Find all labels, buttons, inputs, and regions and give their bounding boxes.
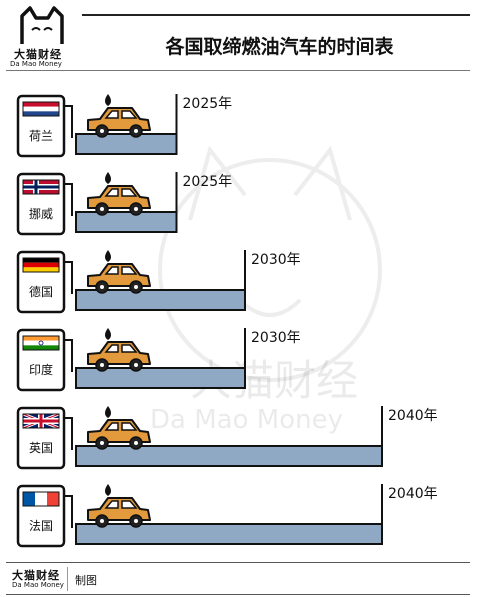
fuel-drop-icon xyxy=(105,94,111,106)
timeline-bar xyxy=(75,289,246,311)
uk-flag xyxy=(22,412,60,430)
country-label: 法国 xyxy=(29,519,53,533)
logo-subtext: Da Mao Money xyxy=(10,60,62,68)
footer-credit: 制图 xyxy=(75,574,97,587)
timeline-bar xyxy=(75,211,178,233)
india-flag xyxy=(22,335,60,351)
country-row: 印度 2030年 xyxy=(16,328,301,392)
country-label: 挪威 xyxy=(29,207,53,221)
fuel-hose-icon xyxy=(64,495,73,528)
footer-divider xyxy=(6,562,470,563)
country-row: 荷兰 2025年 xyxy=(16,94,233,158)
country-row: 法国 2040年 xyxy=(16,484,438,548)
page-title: 各国取缔燃油汽车的时间表 xyxy=(165,36,394,58)
car-icon xyxy=(87,263,151,294)
country-label: 印度 xyxy=(29,362,53,377)
year-label: 2040年 xyxy=(388,408,438,424)
fuel-hose-icon xyxy=(64,339,73,372)
logo: 大猫财经 Da Mao Money xyxy=(8,6,78,68)
fuel-hose-icon xyxy=(64,105,73,138)
fuel-drop-icon xyxy=(105,250,111,262)
footer-bottom-rule xyxy=(6,594,470,595)
year-label: 2025年 xyxy=(183,174,233,190)
germany-flag xyxy=(22,257,60,273)
timeline-bar xyxy=(75,133,178,155)
car-icon xyxy=(87,107,151,138)
cat-logo-icon xyxy=(20,6,64,44)
logo-text: 大猫财经 xyxy=(14,48,62,61)
header-divider xyxy=(6,70,470,71)
fuel-hose-icon xyxy=(64,183,73,216)
country-label: 德国 xyxy=(29,284,53,299)
france-flag xyxy=(22,491,60,507)
netherlands-flag xyxy=(22,101,60,117)
country-row: 德国 2030年 xyxy=(16,250,301,314)
fuel-drop-icon xyxy=(105,328,111,340)
timeline-bar xyxy=(75,367,246,389)
country-label: 荷兰 xyxy=(29,129,53,143)
fuel-hose-icon xyxy=(64,261,73,294)
footer-logo-text: 大猫财经 xyxy=(12,569,60,582)
fuel-drop-icon xyxy=(105,172,111,184)
fuel-drop-icon xyxy=(105,484,111,496)
year-label: 2025年 xyxy=(183,96,233,112)
country-label: 英国 xyxy=(29,441,53,455)
year-label: 2030年 xyxy=(251,252,301,268)
norway-flag xyxy=(22,179,60,195)
year-label: 2040年 xyxy=(388,486,438,502)
fuel-drop-icon xyxy=(105,406,111,418)
country-row: 英国 2040年 xyxy=(16,406,438,470)
footer-logo-subtext: Da Mao Money xyxy=(12,581,64,589)
timeline-bar xyxy=(75,445,383,467)
car-icon xyxy=(87,185,151,216)
top-rule xyxy=(82,14,470,16)
fuel-hose-icon xyxy=(64,417,73,450)
car-icon xyxy=(87,341,151,372)
timeline-bar xyxy=(75,523,383,545)
footer-separator xyxy=(67,567,68,591)
header: 大猫财经 Da Mao Money 各国取缔燃油汽车的时间表 xyxy=(0,0,477,72)
year-label: 2030年 xyxy=(251,330,301,346)
country-row: 挪威 2025年 xyxy=(16,172,233,236)
car-icon xyxy=(87,419,151,450)
car-icon xyxy=(87,497,151,528)
